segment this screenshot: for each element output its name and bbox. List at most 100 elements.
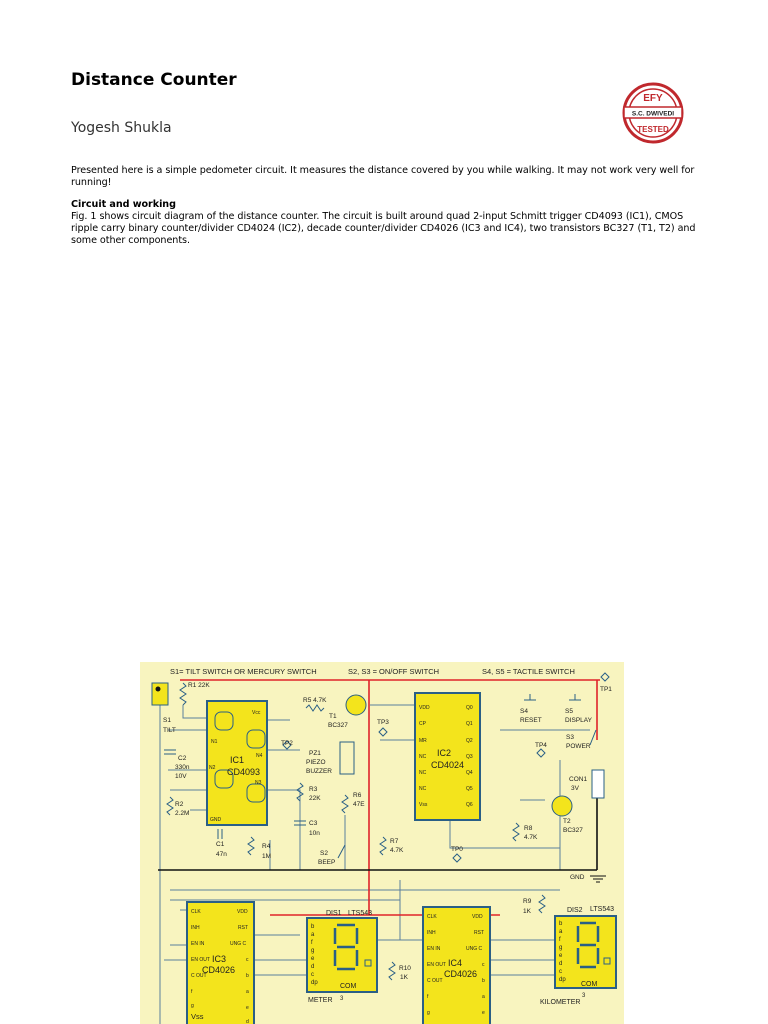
ic1-n2: N2 bbox=[209, 765, 216, 771]
dis2-display: DIS2 LTS543 COM 3 KILOMETER b a f g e d … bbox=[540, 906, 617, 1006]
ic4-pin: VDD bbox=[472, 914, 483, 920]
ic4-pin: EN OUT bbox=[427, 962, 446, 968]
segment-pin: e bbox=[311, 956, 315, 962]
ic3-pin: f bbox=[191, 989, 193, 995]
ic4-pin: INH bbox=[427, 930, 436, 936]
label-s4: S4 bbox=[520, 708, 528, 715]
label-tp4: TP4 bbox=[535, 742, 547, 749]
intro-paragraph: Presented here is a simple pedometer cir… bbox=[71, 165, 695, 188]
ic3-chip: IC3 CD4026 CLK INH EN IN EN OUT C OUT f … bbox=[186, 901, 255, 1024]
ic3-pin: e bbox=[246, 1005, 249, 1011]
label-t2: T2 bbox=[563, 818, 571, 825]
resistor-icons bbox=[166, 682, 546, 981]
ic2-label: IC2 bbox=[437, 748, 451, 758]
ic2-pin: CP bbox=[419, 721, 427, 727]
label-pz1-value2: BUZZER bbox=[306, 768, 332, 775]
switch-icons bbox=[337, 694, 597, 859]
ic4-pin: e bbox=[482, 1010, 485, 1016]
label-t1-value: BC327 bbox=[328, 722, 348, 729]
notes: S1= TILT SWITCH OR MERCURY SWITCH S2, S3… bbox=[170, 667, 575, 676]
ic1-vcc: Vcc bbox=[252, 710, 261, 716]
ic4-chip: IC4 CD4026 CLK INH EN IN EN OUT C OUT f … bbox=[422, 906, 491, 1024]
label-r7: R7 bbox=[390, 838, 399, 845]
label-r9-value: 1K bbox=[523, 908, 532, 915]
dis1-caption: METER bbox=[308, 997, 333, 1004]
label-r4-value: 1M bbox=[262, 853, 271, 860]
label-c2: C2 bbox=[178, 755, 187, 762]
nand-gate-n2-icon bbox=[214, 769, 234, 789]
label-pz1-value: PIEZO bbox=[306, 759, 326, 766]
ic4-pin: UNG C bbox=[466, 946, 483, 952]
ic3-part: CD4026 bbox=[202, 965, 235, 975]
dis2-caption: KILOMETER bbox=[540, 999, 580, 1006]
label-con1-value: 3V bbox=[571, 785, 580, 792]
section-paragraph: Fig. 1 shows circuit diagram of the dist… bbox=[71, 211, 696, 246]
label-s2: S2 bbox=[320, 850, 328, 857]
note-tilt-switch: S1= TILT SWITCH OR MERCURY SWITCH bbox=[170, 667, 317, 676]
label-r6-value: 47E bbox=[353, 801, 365, 808]
ic1-label: IC1 bbox=[230, 755, 244, 765]
ic2-pin: NC bbox=[419, 786, 427, 792]
label-s5: S5 bbox=[565, 708, 573, 715]
label-s3: S3 bbox=[566, 734, 574, 741]
ic3-pin: INH bbox=[191, 925, 200, 931]
segment-pin: c bbox=[559, 969, 562, 975]
circuit-diagram: S1= TILT SWITCH OR MERCURY SWITCH S2, S3… bbox=[140, 662, 624, 1024]
dis1-part: LTS543 bbox=[348, 910, 372, 917]
segment-pin: d bbox=[559, 961, 562, 967]
dis1-com: COM bbox=[340, 983, 357, 990]
ic2-chip: IC2 CD4024 VDD CP MR NC NC NC Vss Q0 Q1 … bbox=[414, 692, 481, 821]
label-s2-value: BEEP bbox=[318, 859, 335, 866]
label-r5: R5 4.7K bbox=[303, 697, 327, 704]
ic3-pin-vss: Vss bbox=[191, 1012, 204, 1021]
label-r8-value: 4.7K bbox=[524, 834, 538, 841]
ic1-gnd: GND bbox=[210, 817, 222, 823]
efy-tested-stamp-logo: EFY S.C. DWIVEDI TESTED bbox=[622, 82, 684, 144]
supply-rails bbox=[180, 679, 600, 916]
ic1-part: CD4093 bbox=[227, 767, 260, 777]
segment-pin: f bbox=[311, 940, 313, 946]
label-c1: C1 bbox=[216, 841, 225, 848]
ic2-pin: Q1 bbox=[466, 721, 473, 727]
dis2-label: DIS2 bbox=[567, 907, 583, 914]
component-labels: R1 22K R2 2.2M R3 22K R4 1M R5 4.7K R6 4… bbox=[163, 682, 612, 981]
ic4-pin: a bbox=[482, 994, 485, 1000]
tilt-switch-icon bbox=[151, 682, 169, 706]
ic2-pin: Q2 bbox=[466, 738, 473, 744]
ic4-pin: b bbox=[482, 978, 485, 984]
nand-gate-n1-icon bbox=[214, 711, 234, 731]
author-name: Yogesh Shukla bbox=[71, 120, 172, 136]
label-c2-value: 330n bbox=[175, 764, 190, 771]
ic3-pin: g bbox=[191, 1003, 194, 1009]
dis1-label: DIS1 bbox=[326, 910, 342, 917]
ic3-pin: EN IN bbox=[191, 941, 205, 947]
ic2-pin: Vss bbox=[419, 802, 428, 808]
ic1-n3: N3 bbox=[255, 780, 262, 786]
ic3-pin: a bbox=[246, 989, 249, 995]
segment-pin: a bbox=[559, 929, 563, 935]
label-c3: C3 bbox=[309, 820, 318, 827]
label-t2-value: BC327 bbox=[563, 827, 583, 834]
label-tp1: TP1 bbox=[600, 686, 612, 693]
ic3-pin: UNG C bbox=[230, 941, 247, 947]
dis1-display: DIS1 LTS543 COM 3 METER b a f g e d c dp bbox=[306, 910, 378, 1004]
ic3-pin: VDD bbox=[237, 909, 248, 915]
label-r10-value: 1K bbox=[400, 974, 409, 981]
note-on-off-switch: S2, S3 = ON/OFF SWITCH bbox=[348, 667, 439, 676]
ic2-pin: Q4 bbox=[466, 770, 473, 776]
label-con1: CON1 bbox=[569, 776, 587, 783]
label-gnd: GND bbox=[570, 874, 585, 881]
ic2-pin: VDD bbox=[419, 705, 430, 711]
logo-middle-text: S.C. DWIVEDI bbox=[632, 111, 674, 118]
ic4-part: CD4026 bbox=[444, 969, 477, 979]
nand-gate-n4-icon bbox=[246, 729, 266, 749]
ic3-pin: c bbox=[246, 957, 249, 963]
ic3-pin: b bbox=[246, 973, 249, 979]
dis1-pin3: 3 bbox=[340, 996, 344, 1002]
segment-pin: dp bbox=[311, 980, 318, 986]
ic4-pin: CLK bbox=[427, 914, 437, 920]
segment-pin: b bbox=[311, 924, 315, 930]
label-s4-value: RESET bbox=[520, 717, 542, 724]
ic2-pin: Q5 bbox=[466, 786, 473, 792]
battery-connector-icon bbox=[591, 769, 605, 799]
